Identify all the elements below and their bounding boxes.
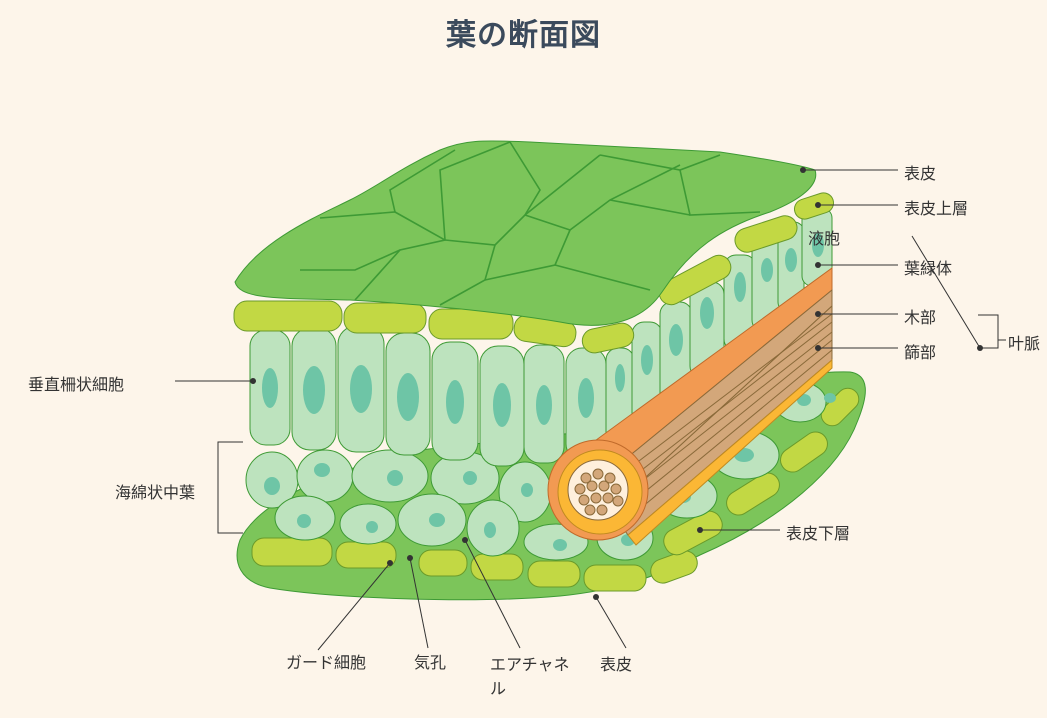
xylem-vessels	[574, 468, 624, 516]
palisade-nuclei	[262, 233, 824, 427]
label-phloem: 篩部	[904, 343, 937, 362]
label-upper-epidermis: 表皮上層	[904, 199, 969, 218]
label-vacuole: 液胞	[808, 229, 841, 248]
label-guard-cell: ガード細胞	[286, 653, 367, 672]
top-epidermis-cell-walls	[300, 141, 761, 306]
label-air-channel-line2: ル	[490, 679, 507, 698]
top-epidermis-surface	[234, 140, 817, 326]
label-lower-epidermis: 表皮下層	[786, 524, 851, 543]
label-stoma: 気孔	[414, 653, 447, 672]
label-epidermis-bottom: 表皮	[600, 655, 633, 674]
label-vein: 叶脈	[1008, 334, 1041, 353]
label-chloroplast: 葉緑体	[904, 259, 953, 278]
label-spongy: 海綿状中葉	[115, 483, 196, 502]
leader-dots	[250, 167, 983, 600]
label-xylem: 木部	[904, 308, 937, 327]
lower-epidermis-cells	[251, 537, 698, 592]
lower-right-cells	[663, 387, 860, 556]
leader-lines	[175, 169, 1006, 651]
label-air-channel-line1: エアチャネ	[490, 655, 570, 674]
label-epidermis-top: 表皮	[904, 164, 937, 183]
label-palisade: 垂直柵状細胞	[28, 375, 125, 394]
vein-bundle[interactable]	[547, 267, 833, 546]
page-title: 葉の断面図	[446, 18, 601, 53]
upper-epidermis-cells	[233, 192, 835, 354]
